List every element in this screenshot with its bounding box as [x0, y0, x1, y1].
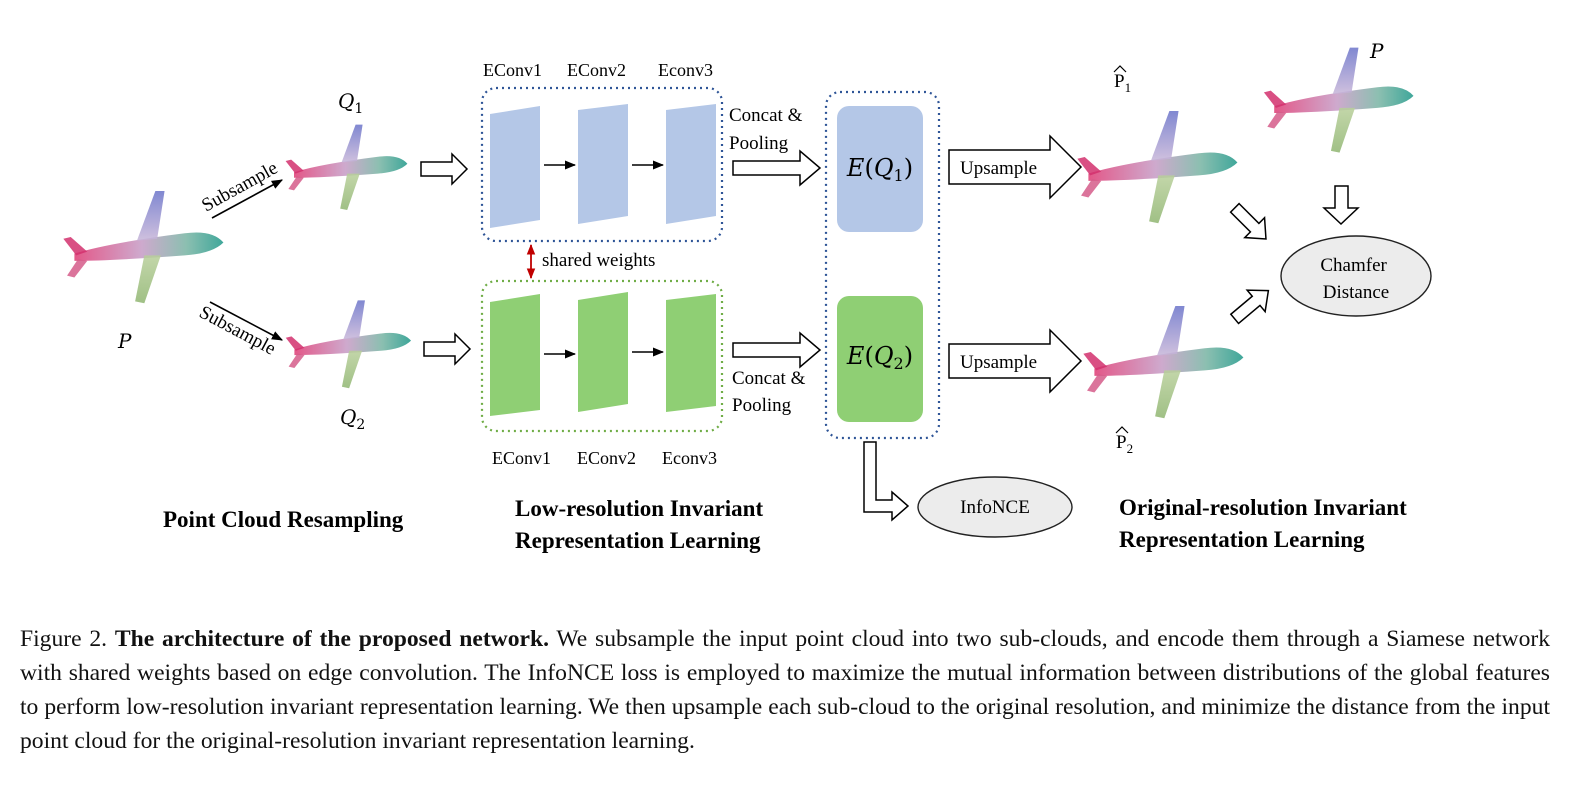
target-point-cloud [1263, 47, 1414, 153]
q2-point-cloud [285, 300, 412, 389]
subsample-label-bottom: Subsample [196, 302, 279, 360]
bottom-econv1-label: EConv1 [492, 448, 551, 468]
p-hat2-label: P2 [1116, 432, 1133, 456]
caption-bold-title: The architecture of the proposed network… [114, 626, 550, 652]
global-feature-box [824, 90, 941, 440]
top-econv3-label: Econv3 [658, 60, 713, 80]
top-econv3-block [666, 104, 716, 224]
caption-text: We subsample the input point cloud into … [20, 626, 1551, 754]
hollow-arrow-target-chamfer [1322, 185, 1360, 226]
e-q1-label: E(Q1) [846, 154, 913, 185]
hollow-arrow-concat-bottom [732, 331, 822, 369]
section-title-orig-res: Original-resolution Invariant Representa… [1119, 495, 1413, 552]
shared-weights-label: shared weights [542, 250, 655, 271]
subsample-arrow-top [211, 179, 283, 219]
p-label: P [117, 329, 132, 353]
hollow-arrow-q1-encoder [420, 152, 469, 186]
bottom-econv3-block [666, 294, 716, 412]
q1-point-cloud [285, 124, 408, 210]
q2-label: Q2 [340, 405, 365, 433]
figure-caption: Figure 2. The architecture of the propos… [20, 622, 1550, 758]
top-econv2-label: EConv2 [567, 60, 626, 80]
p-hat1-point-cloud [1077, 110, 1238, 224]
top-econv2-block [578, 104, 628, 224]
p-hat2-point-cloud [1083, 305, 1244, 419]
bottom-econv3-label: Econv3 [662, 448, 717, 468]
q1-label: Q1 [338, 89, 363, 117]
p-hat2-hat [1115, 426, 1129, 434]
chamfer-distance-ellipse [1280, 235, 1432, 317]
e-q2-label: E(Q2) [846, 342, 913, 373]
section-title-resampling: Point Cloud Resampling [163, 507, 404, 532]
bottom-encoder-labels: EConv1 EConv2 Econv3 [492, 448, 717, 468]
architecture-figure: P Subsample Subsample Q1 Q2 EConv1 EConv… [63, 39, 1432, 553]
p-target-label: P [1369, 39, 1384, 63]
hollow-arrow-infonce [863, 441, 910, 522]
upsample-label-top: Upsample [960, 158, 1037, 179]
caption-prefix: Figure 2. [20, 626, 115, 652]
subsample-arrow-bottom [209, 301, 283, 341]
p-hat1-label: P1 [1114, 71, 1131, 95]
e-q1-block [837, 106, 923, 232]
bottom-econv2-block [578, 292, 628, 412]
hollow-arrow-q2-encoder [423, 332, 472, 366]
top-encoder-labels: EConv1 EConv2 Econv3 [483, 60, 713, 80]
upsample-arrow-bottom [948, 328, 1083, 394]
bottom-encoder-box [480, 279, 724, 433]
bottom-econv2-label: EConv2 [577, 448, 636, 468]
e-q2-block [837, 296, 923, 422]
hollow-arrow-phat2-chamfer [1229, 289, 1270, 325]
top-encoder-box [480, 86, 724, 243]
top-econv1-label: EConv1 [483, 60, 542, 80]
hollow-arrow-concat-top [732, 149, 822, 187]
chamfer-distance-label: Chamfer Distance [1320, 255, 1391, 303]
section-title-low-res: Low-resolution Invariant Representation … [515, 496, 769, 553]
infonce-ellipse [917, 476, 1073, 538]
upsample-arrow-top [948, 134, 1083, 200]
p-hat1-hat [1113, 65, 1127, 73]
infonce-label: InfoNCE [960, 497, 1030, 518]
input-point-cloud [63, 190, 224, 304]
upsample-label-bottom: Upsample [960, 352, 1037, 373]
concat-label-top: Concat & Pooling [729, 105, 807, 154]
concat-label-bottom: Concat & Pooling [732, 368, 810, 416]
hollow-arrow-phat1-chamfer [1229, 202, 1267, 240]
top-econv1-block [490, 106, 540, 228]
bottom-econv1-block [490, 294, 540, 416]
